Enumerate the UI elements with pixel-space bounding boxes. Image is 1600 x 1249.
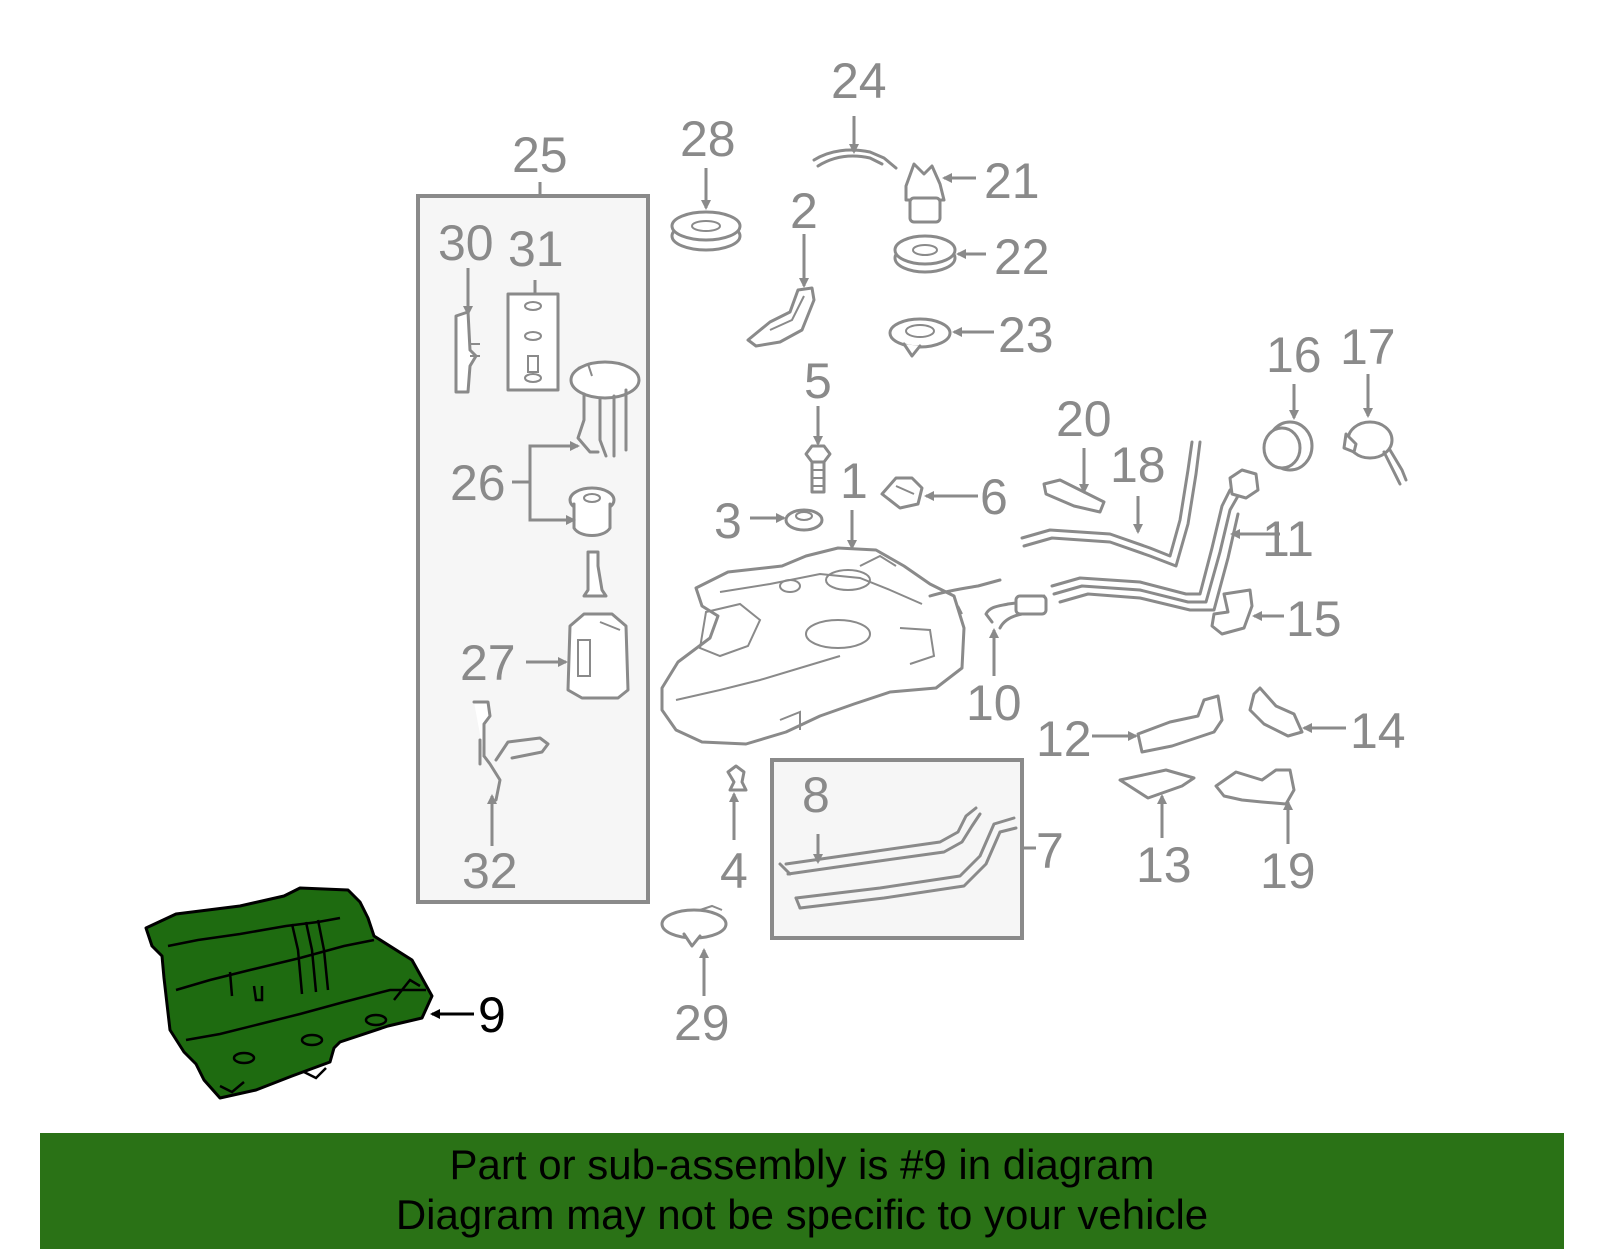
part-3-grommet[interactable] <box>784 508 824 532</box>
part-8-strap[interactable] <box>778 806 982 876</box>
callout-9: 9 <box>478 987 506 1043</box>
callout-19: 19 <box>1260 843 1316 899</box>
part-31-filter-kit[interactable] <box>506 292 560 392</box>
part-19-bracket[interactable] <box>1214 768 1296 806</box>
callout-32: 32 <box>462 843 518 899</box>
callouts: 24 28 25 21 2 22 30 31 23 16 17 5 20 18 … <box>438 53 1406 1051</box>
callout-1: 1 <box>840 453 868 509</box>
callout-18: 18 <box>1110 437 1166 493</box>
part-26-filter[interactable] <box>568 486 616 537</box>
part-9-heat-shield[interactable] <box>144 886 434 1100</box>
callout-7: 7 <box>1036 823 1064 879</box>
callout-30: 30 <box>438 215 494 271</box>
part-16-cap[interactable] <box>1262 420 1314 472</box>
part-pump[interactable] <box>582 550 608 598</box>
part-20-clip[interactable] <box>1042 478 1106 514</box>
callout-29: 29 <box>674 995 730 1051</box>
part-23-retainer[interactable] <box>888 317 952 358</box>
part-11-connector[interactable] <box>1228 468 1260 500</box>
callout-12: 12 <box>1036 711 1092 767</box>
callout-14: 14 <box>1350 703 1406 759</box>
part-26-pump-module-top[interactable] <box>569 360 641 458</box>
callout-2: 2 <box>790 183 818 239</box>
part-7-strap[interactable] <box>794 816 1018 910</box>
info-banner: Part or sub-assembly is #9 in diagram Di… <box>40 1133 1564 1249</box>
callout-25: 25 <box>512 127 568 183</box>
part-6-clip[interactable] <box>880 476 924 510</box>
callout-31: 31 <box>508 221 564 277</box>
part-30-wire-clip[interactable] <box>454 310 480 394</box>
callout-20: 20 <box>1056 391 1112 447</box>
callout-26: 26 <box>450 455 506 511</box>
part-1-fuel-tank[interactable] <box>660 546 1002 746</box>
callout-28: 28 <box>680 111 736 167</box>
part-12-bracket[interactable] <box>1136 694 1224 754</box>
callout-10: 10 <box>966 675 1022 731</box>
callout-22: 22 <box>994 229 1050 285</box>
part-21-valve[interactable] <box>904 162 946 224</box>
part-18-vent-pipe[interactable] <box>1020 440 1202 568</box>
part-17-cap[interactable] <box>1342 420 1408 486</box>
part-2-bracket[interactable] <box>746 286 816 348</box>
callout-4: 4 <box>720 843 748 899</box>
part-13-plate[interactable] <box>1118 768 1196 800</box>
part-10-hose[interactable] <box>984 594 1048 630</box>
part-11-fuel-lines[interactable] <box>1050 488 1240 612</box>
part-24-hose[interactable] <box>812 148 898 170</box>
part-27-housing[interactable] <box>566 612 630 700</box>
part-29-retainer[interactable] <box>660 904 728 948</box>
callout-3: 3 <box>714 493 742 549</box>
callout-6: 6 <box>980 469 1008 525</box>
callout-16: 16 <box>1266 327 1322 383</box>
part-32-sender[interactable] <box>472 700 550 802</box>
callout-11: 11 <box>1262 511 1314 567</box>
callout-8: 8 <box>802 767 830 823</box>
part-15-elbow[interactable] <box>1210 588 1254 636</box>
callout-13: 13 <box>1136 837 1192 893</box>
callout-17: 17 <box>1340 319 1396 375</box>
callout-15: 15 <box>1286 591 1342 647</box>
part-28-gasket[interactable] <box>670 210 742 252</box>
part-14-bracket[interactable] <box>1248 686 1304 738</box>
callout-21: 21 <box>984 153 1040 209</box>
callout-24: 24 <box>831 53 887 109</box>
part-5-bolt[interactable] <box>804 444 832 494</box>
leader-lines <box>430 116 1373 1019</box>
callout-5: 5 <box>804 353 832 409</box>
part-4-clip[interactable] <box>726 764 748 792</box>
banner-line-part: Part or sub-assembly is #9 in diagram <box>449 1141 1155 1188</box>
callout-23: 23 <box>998 307 1054 363</box>
banner-line-disclaimer: Diagram may not be specific to your vehi… <box>395 1191 1209 1238</box>
callout-27: 27 <box>460 635 516 691</box>
part-22-gasket[interactable] <box>893 234 957 274</box>
